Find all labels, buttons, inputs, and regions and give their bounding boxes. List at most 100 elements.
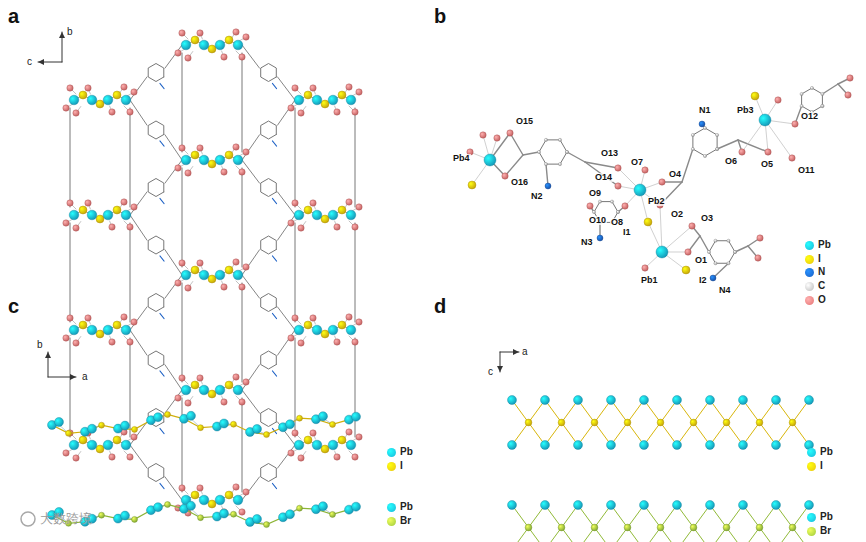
- bond-line: [70, 338, 71, 437]
- atom-ball: [233, 259, 239, 265]
- bond-line: [644, 400, 677, 445]
- atom-ball: [356, 319, 362, 325]
- atom-ball: [69, 95, 79, 105]
- atom-ball: [298, 340, 304, 346]
- atom-ball: [319, 412, 328, 421]
- atom-ball: [507, 130, 513, 136]
- atom-label: O2: [670, 210, 684, 219]
- atom-ball: [792, 121, 798, 127]
- atom-ball: [352, 454, 358, 460]
- atom-ball: [131, 204, 137, 210]
- bond-line: [182, 53, 183, 152]
- atom-ball: [574, 501, 583, 510]
- atom-ball: [197, 260, 203, 266]
- atom-ball: [558, 138, 561, 141]
- atom-ball: [338, 91, 346, 99]
- atom-ball: [67, 85, 73, 91]
- atom-ball: [121, 421, 130, 430]
- atom-ball: [99, 422, 105, 428]
- bond-line: [182, 283, 183, 382]
- atom-ball: [789, 419, 796, 426]
- bond-line: [505, 155, 523, 176]
- atom-ball: [642, 167, 648, 173]
- atom-ball: [338, 206, 346, 214]
- atom-ball: [121, 199, 127, 205]
- bond-line: [677, 505, 710, 542]
- bond-line: [261, 464, 277, 482]
- atom-ball: [659, 179, 665, 185]
- legend-item: Br: [807, 525, 831, 537]
- atom-ball: [642, 265, 648, 271]
- atom-ball: [312, 95, 322, 105]
- atom-ball: [334, 109, 340, 115]
- atom-ball: [356, 204, 362, 210]
- legend-item: Pb: [387, 501, 413, 513]
- legend-label: N: [818, 267, 825, 277]
- bond-line: [130, 422, 147, 445]
- atom-ball: [208, 500, 216, 508]
- atom-ball: [288, 220, 294, 226]
- bond-line: [242, 283, 243, 382]
- atom-ball: [109, 109, 115, 115]
- atom-ball: [175, 280, 181, 286]
- atom-ball: [185, 400, 191, 406]
- atom-label: Pb1: [640, 276, 659, 285]
- bond-line: [160, 314, 164, 319]
- bond-line: [776, 400, 809, 445]
- atom-ball: [132, 426, 138, 432]
- legend-swatch: [387, 462, 396, 471]
- atom-ball: [298, 225, 304, 231]
- atom-ball: [199, 495, 209, 505]
- atom-ball: [634, 184, 646, 196]
- atom-ball: [657, 524, 664, 531]
- atom-ball: [127, 454, 133, 460]
- axis-arrowhead: [45, 352, 51, 358]
- atom-ball: [723, 524, 730, 531]
- bond-line: [700, 236, 709, 252]
- atom-ball: [79, 206, 87, 214]
- atom-ball: [644, 218, 652, 226]
- legend-item: O: [805, 294, 826, 306]
- atom-ball: [233, 29, 239, 35]
- atom-ball: [225, 381, 233, 389]
- atom-ball: [253, 514, 262, 523]
- atom-ball: [185, 285, 191, 291]
- axis-arrowhead: [513, 349, 519, 355]
- legend-swatch: [807, 462, 816, 471]
- bond-line: [644, 505, 677, 542]
- atom-ball: [221, 169, 227, 175]
- bond-line: [677, 400, 710, 445]
- atom-ball: [96, 445, 104, 453]
- legend-item: I: [807, 460, 823, 472]
- atom-ball: [691, 147, 694, 150]
- bond-line: [717, 140, 738, 149]
- atom-label: O15: [515, 117, 534, 126]
- atom-ball: [85, 315, 91, 321]
- atom-ball: [558, 419, 565, 426]
- atom-ball: [63, 220, 69, 226]
- bond-line: [148, 121, 164, 139]
- atom-ball: [67, 200, 73, 206]
- atom-ball: [215, 40, 225, 50]
- atom-ball: [716, 147, 719, 150]
- atom-ball: [739, 149, 745, 155]
- atom-ball: [739, 501, 748, 510]
- atom-ball: [109, 224, 115, 230]
- atom-ball: [821, 104, 824, 107]
- atom-ball: [756, 419, 763, 426]
- atom-ball: [610, 200, 613, 203]
- atom-ball: [63, 335, 69, 341]
- atom-ball: [197, 485, 203, 491]
- atom-ball: [113, 321, 121, 329]
- atom-ball: [328, 210, 338, 220]
- atom-ball: [233, 484, 239, 490]
- atom-ball: [294, 440, 304, 450]
- atom-ball: [185, 55, 191, 61]
- bond-line: [545, 505, 578, 542]
- atom-ball: [706, 396, 715, 405]
- bond-line: [160, 484, 164, 489]
- watermark-icon: [21, 512, 35, 526]
- bond-line: [148, 464, 164, 482]
- atom-label: O10: [588, 216, 607, 225]
- bond-line: [585, 162, 618, 186]
